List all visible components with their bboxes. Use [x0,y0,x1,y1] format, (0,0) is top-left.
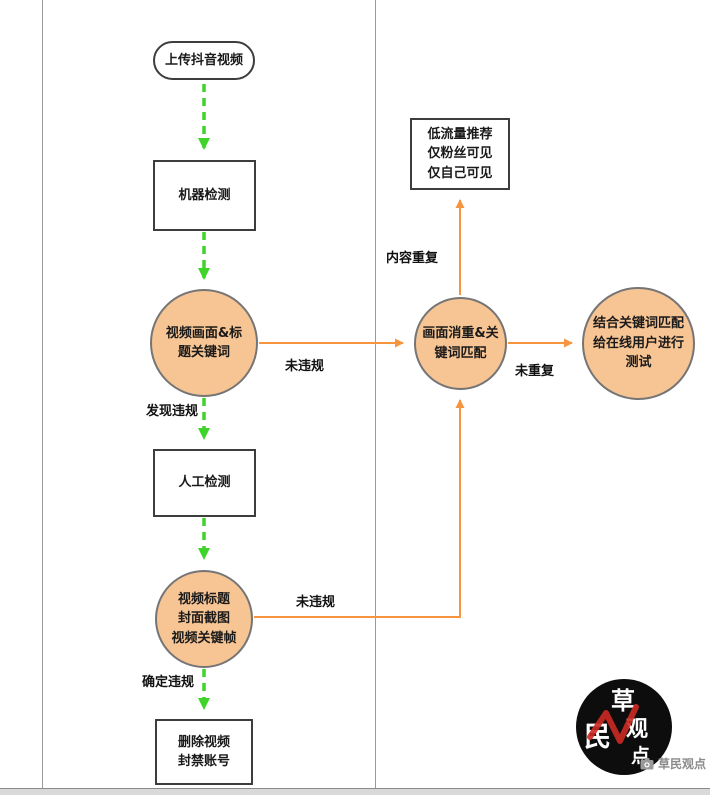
node-video-frame-keywords-label: 视频画面&标 题关键词 [165,325,243,361]
node-dedup-match-label: 画面消重&关 键词匹配 [422,326,499,361]
node-start: 上传抖音视频 [153,41,255,80]
node-delete-ban: 删除视频 封禁账号 [155,719,253,785]
node-online-test-label: 结合关键词匹配 给在线用户进行 测试 [592,316,684,371]
watermark-caption: 草民观点 [640,755,706,772]
grid-horizontal-line-bottom [0,788,710,789]
node-low-traffic: 低流量推荐 仅粉丝可见 仅自己可见 [410,118,510,190]
edge-label-violation-found: 发现违规 [146,404,199,419]
camera-icon [640,757,654,769]
node-dedup-match: 画面消重&关 键词匹配 [414,297,507,390]
node-video-frame-keywords: 视频画面&标 题关键词 [150,289,258,397]
node-title-cover-keyframe: 视频标题 封面截图 视频关键帧 [155,570,253,668]
edge-label-not-violating-1: 未违规 [285,359,325,374]
watermark-caption-text: 草民观点 [658,757,707,771]
grid-vertical-line-left [42,0,43,789]
node-manual-check-label: 人工检测 [178,475,231,491]
edge-label-not-duplicate: 未重复 [515,364,555,379]
node-low-traffic-label: 低流量推荐 仅粉丝可见 仅自己可见 [427,126,493,181]
edge-label-violation-confirmed: 确定违规 [142,675,195,690]
node-machine-check-label: 机器检测 [178,187,231,203]
grid-vertical-line-middle [375,0,376,789]
edge-label-content-duplicate: 内容重复 [386,251,439,266]
node-online-test: 结合关键词匹配 给在线用户进行 测试 [582,287,695,400]
node-title-cover-keyframe-label: 视频标题 封面截图 视频关键帧 [171,591,237,646]
edge-label-not-violating-2: 未违规 [296,595,336,610]
watermark-stamp: 草 民 观 点 [576,679,672,775]
stamp-red-mark [587,704,639,744]
node-manual-check: 人工检测 [153,449,256,517]
node-delete-ban-label: 删除视频 封禁账号 [177,734,230,770]
bottom-gray-bar [0,789,710,795]
node-start-label: 上传抖音视频 [164,52,243,68]
node-machine-check: 机器检测 [153,160,256,231]
stamp-char: 草 [611,686,635,715]
arrow-title-check-to-dedup [254,399,465,618]
